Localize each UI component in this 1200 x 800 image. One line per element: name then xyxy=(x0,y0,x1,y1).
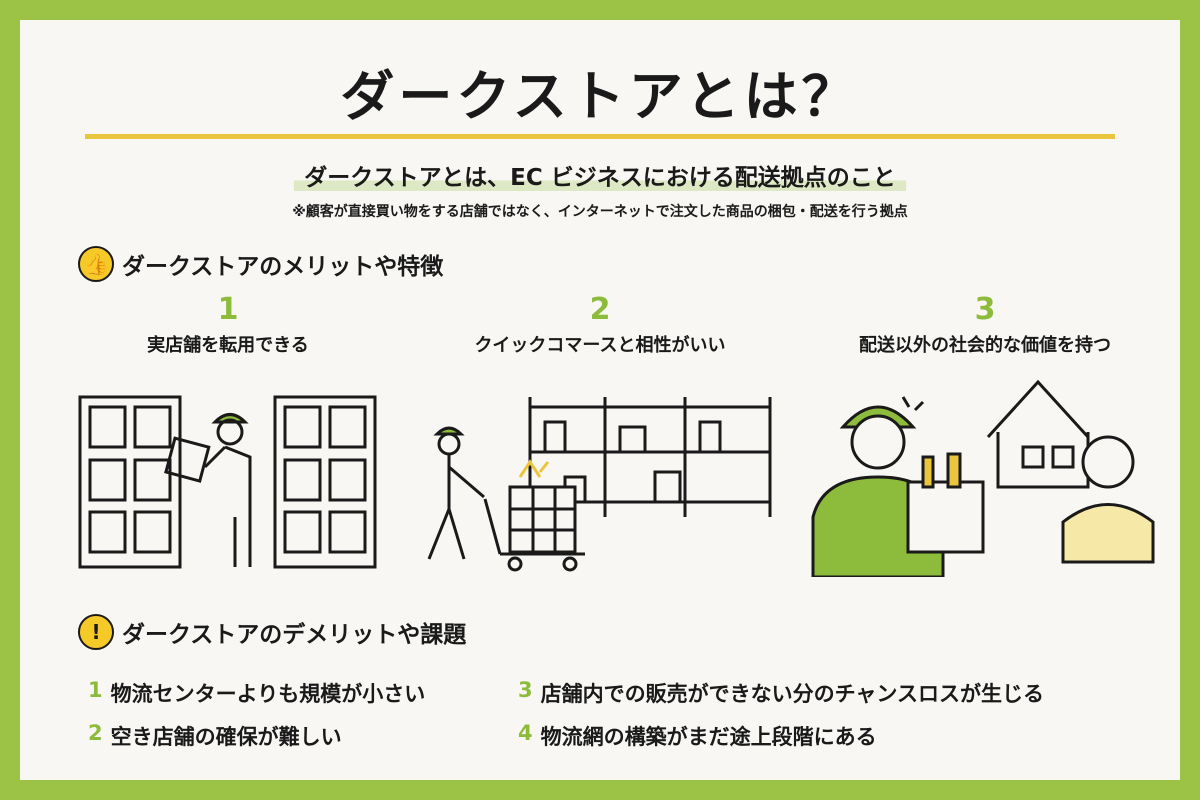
infographic-card xyxy=(20,20,1180,780)
quick-commerce-illustration xyxy=(427,397,772,572)
demerit-3: 3 店舗内での販売ができない分のチャンスロスが生じる xyxy=(518,678,1044,708)
title-divider xyxy=(85,134,1115,139)
subtitle-text: ダークストアとは、EC ビジネスにおける配送拠点のこと xyxy=(294,165,906,191)
merit-label: 実店舗を転用できる xyxy=(147,335,309,356)
demerit-label: 店舗内での販売ができない分のチャンスロスが生じる xyxy=(540,682,1044,706)
merit-1: 1 実店舗を転用できる xyxy=(38,292,418,357)
demerit-number: 2 xyxy=(88,721,103,745)
demerit-1: 1 物流センターよりも規模が小さい xyxy=(88,678,425,708)
demerit-2: 2 空き店舗の確保が難しい xyxy=(88,721,342,751)
thumbs-up-icon: 👍 xyxy=(78,246,114,282)
merit-label: 配送以外の社会的な価値を持つ xyxy=(859,335,1111,356)
subtitle: ダークストアとは、EC ビジネスにおける配送拠点のこと xyxy=(0,158,1200,192)
demerits-heading-text: ダークストアのデメリットや課題 xyxy=(122,622,467,648)
exclamation-icon: ! xyxy=(78,614,114,650)
merit-number: 1 xyxy=(217,292,239,327)
note: ※顧客が直接買い物をする店舗ではなく、インターネットで注文した商品の梱包・配送を… xyxy=(292,204,908,220)
merit-label: クイックコマースと相性がいい xyxy=(474,335,726,356)
demerit-4: 4 物流網の構築がまだ途上段階にある xyxy=(518,721,877,751)
demerit-number: 1 xyxy=(88,678,103,702)
demerit-number: 3 xyxy=(518,678,533,702)
merit-number: 2 xyxy=(589,292,611,327)
page-title: ダークストアとは？ xyxy=(340,65,860,128)
merit-3: 3 配送以外の社会的な価値を持つ xyxy=(795,292,1175,357)
demerits-heading: ! ダークストアのデメリットや課題 xyxy=(78,614,466,650)
delivery-illustration xyxy=(811,379,1155,577)
merits-heading-text: ダークストアのメリットや特徴 xyxy=(122,254,444,280)
demerit-number: 4 xyxy=(518,721,533,745)
demerit-label: 物流センターよりも規模が小さい xyxy=(110,682,426,706)
demerit-label: 物流網の構築がまだ途上段階にある xyxy=(540,725,877,749)
store-shelves-illustration xyxy=(78,395,377,569)
merit-2: 2 クイックコマースと相性がいい xyxy=(410,292,790,357)
merits-heading: 👍 ダークストアのメリットや特徴 xyxy=(78,246,443,282)
demerit-label: 空き店舗の確保が難しい xyxy=(110,725,342,749)
merit-number: 3 xyxy=(974,292,996,327)
